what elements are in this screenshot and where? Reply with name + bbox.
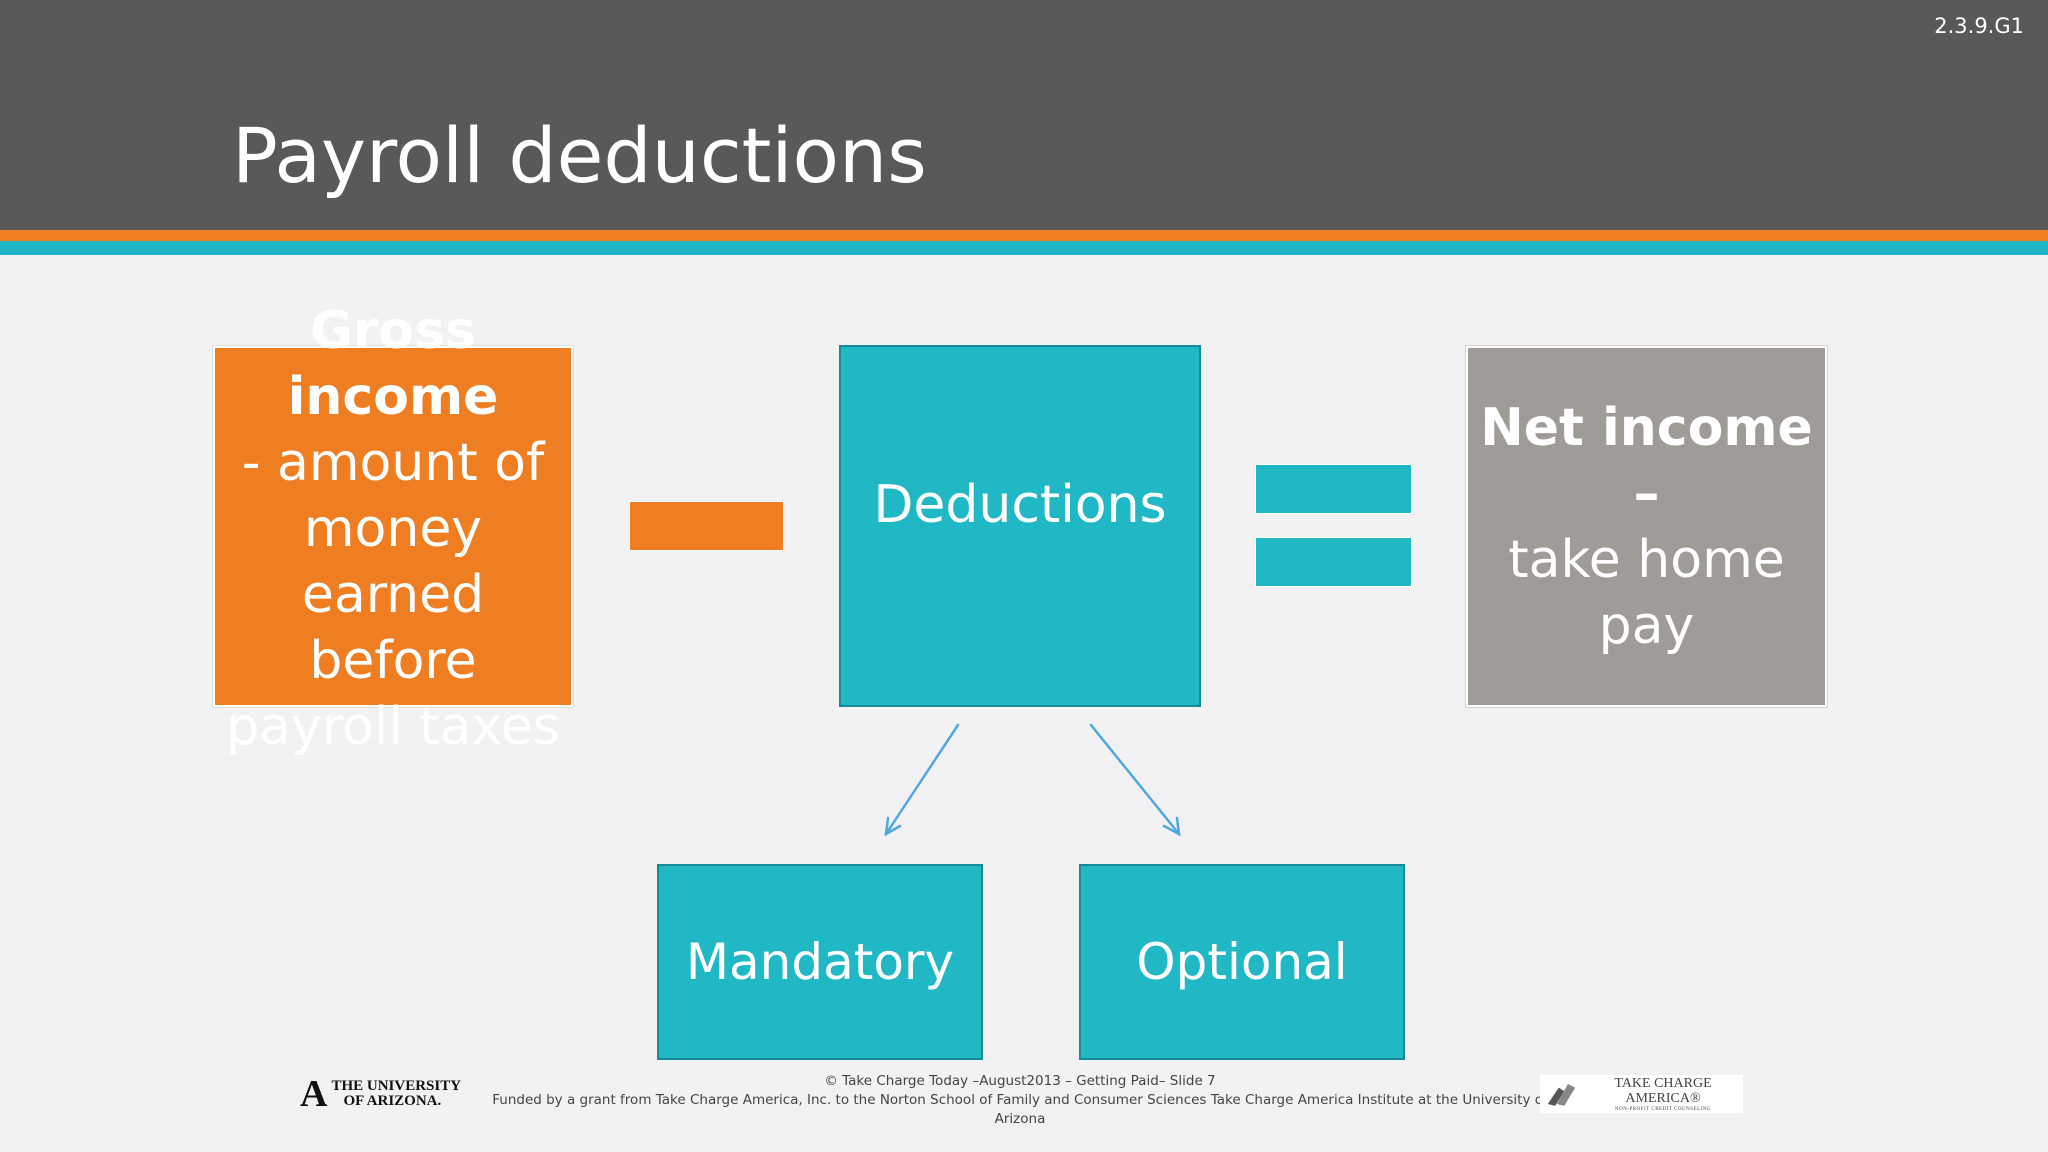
gross-income-heading: Gross income [287, 300, 499, 427]
tca-swoosh-icon [1547, 1083, 1576, 1106]
take-charge-america-logo: TAKE CHARGE AMERICA® NON-PROFIT CREDIT C… [1540, 1075, 1743, 1113]
deductions-box: Deductions [839, 345, 1201, 707]
university-logo-line: OF ARIZONA. [343, 1093, 442, 1109]
arrow-to-optional [1089, 723, 1181, 836]
tca-logo-tagline: NON-PROFIT CREDIT COUNSELING [1615, 1106, 1712, 1112]
optional-box: Optional [1079, 864, 1405, 1060]
arrow-to-mandatory [884, 723, 960, 836]
arizona-a-icon: A [300, 1073, 328, 1115]
orange-stripe [0, 230, 2048, 241]
net-income-line: pay [1598, 595, 1695, 656]
arrow-head-mandatory [884, 816, 902, 837]
tca-logo-name: TAKE CHARGE AMERICA® [1614, 1075, 1712, 1106]
equals-sign-top-bar [1255, 464, 1412, 514]
net-income-box: Net income – take home pay [1466, 346, 1827, 707]
footer-copyright: © Take Charge Today –August2013 – Gettin… [824, 1073, 1216, 1089]
gross-income-line: payroll taxes [226, 696, 560, 757]
deductions-label: Deductions [873, 475, 1167, 535]
title-bar [0, 0, 2048, 230]
optional-label: Optional [1136, 933, 1348, 991]
footer-credits: © Take Charge Today –August2013 – Gettin… [480, 1072, 1560, 1129]
minus-sign [629, 501, 784, 551]
gross-income-line: money [303, 498, 483, 559]
slide-title: Payroll deductions [232, 111, 927, 200]
net-income-line: take home [1508, 529, 1785, 590]
slide-id: 2.3.9.G1 [1934, 14, 2024, 38]
arrow-head-optional [1162, 816, 1181, 837]
gross-income-box: Gross income - amount of money earned be… [213, 301, 573, 757]
mandatory-label: Mandatory [685, 933, 955, 991]
teal-stripe [0, 241, 2048, 255]
gross-income-line: earned before [301, 564, 485, 691]
net-income-heading: Net income – [1480, 397, 1813, 524]
mandatory-box: Mandatory [657, 864, 983, 1060]
university-of-arizona-logo: A THE UNIVERSITY OF ARIZONA. [300, 1075, 461, 1113]
equals-sign-bottom-bar [1255, 537, 1412, 587]
gross-income-line: - amount of [241, 432, 545, 493]
university-logo-line: THE UNIVERSITY [331, 1078, 462, 1094]
footer-funding: Funded by a grant from Take Charge Ameri… [492, 1092, 1548, 1127]
